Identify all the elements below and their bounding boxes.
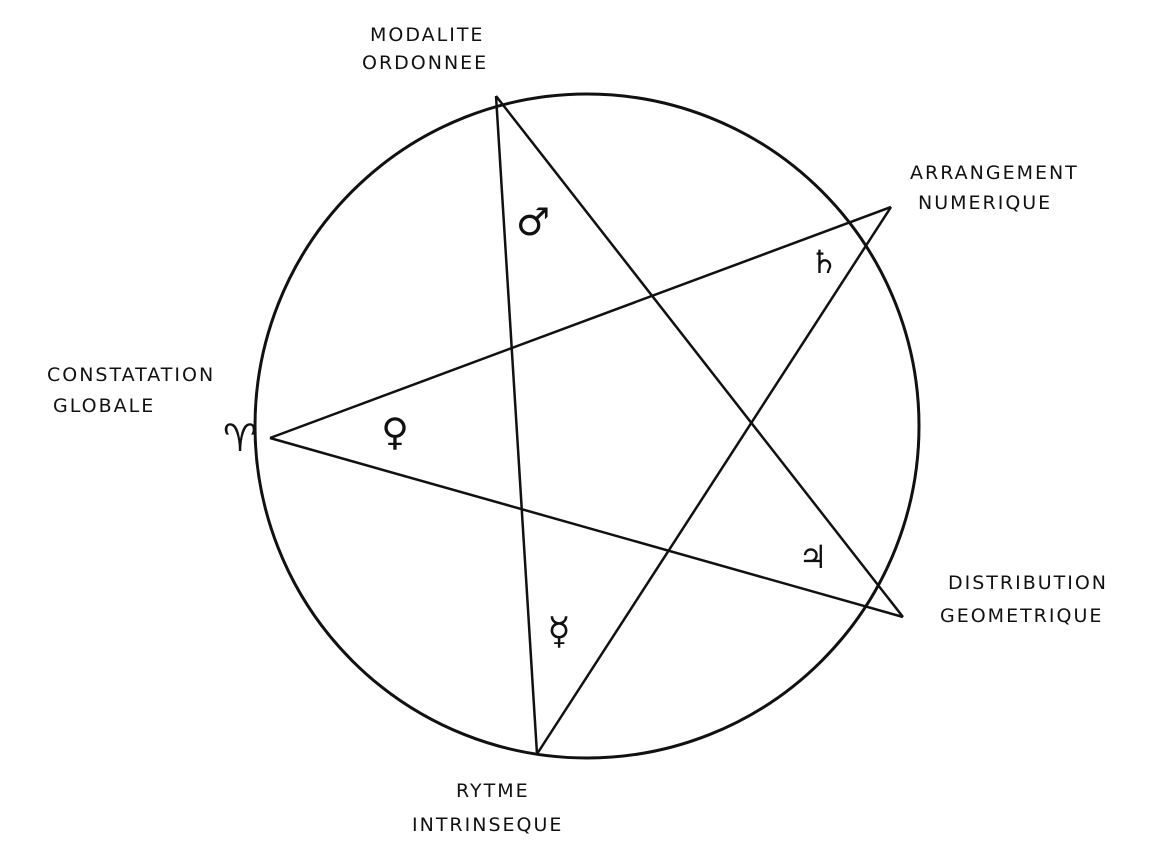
star-line-top-to-bottom [494,95,539,755]
label-line: DISTRIBUTION [948,572,1109,594]
label-line: INTRINSEQUE [412,814,564,836]
label-line: MODALITE [370,24,485,46]
label-line: GLOBALE [53,395,156,417]
star-line-left-to-lower-right [269,436,904,619]
label-line: RYTME [456,780,530,802]
label-line: CONSTATATION [47,364,216,386]
label-constatation-globale: CONSTATATION GLOBALE [47,366,215,416]
star-line-upper-right-to-bottom [535,206,893,755]
label-distribution-geometrique: DISTRIBUTION GEOMETRIQUE [940,572,1109,626]
mars-icon: ♂ [515,200,551,244]
jupiter-icon: ♃ [798,538,828,576]
saturn-icon: ♄ [809,243,839,281]
label-rytme-intrinseque: RYTME INTRINSEQUE [412,782,563,835]
outer-circle [253,92,921,760]
label-line: ARRANGEMENT [910,162,1079,184]
aries-icon: ♈ [222,416,258,460]
label-arrangement-numerique: ARRANGEMENT NUMERIQUE [910,164,1079,213]
mercury-icon: ☿ [547,609,571,653]
label-line: GEOMETRIQUE [940,605,1104,627]
star-line-top-to-lower-right [495,95,904,618]
label-modalite-ordonnee: MODALITE ORDONNEE [362,24,488,73]
label-line: ORDONNEE [362,52,489,74]
star-line-left-to-upper-right [269,205,892,440]
label-line: NUMERIQUE [918,192,1053,214]
venus-icon: ♀ [381,410,409,454]
